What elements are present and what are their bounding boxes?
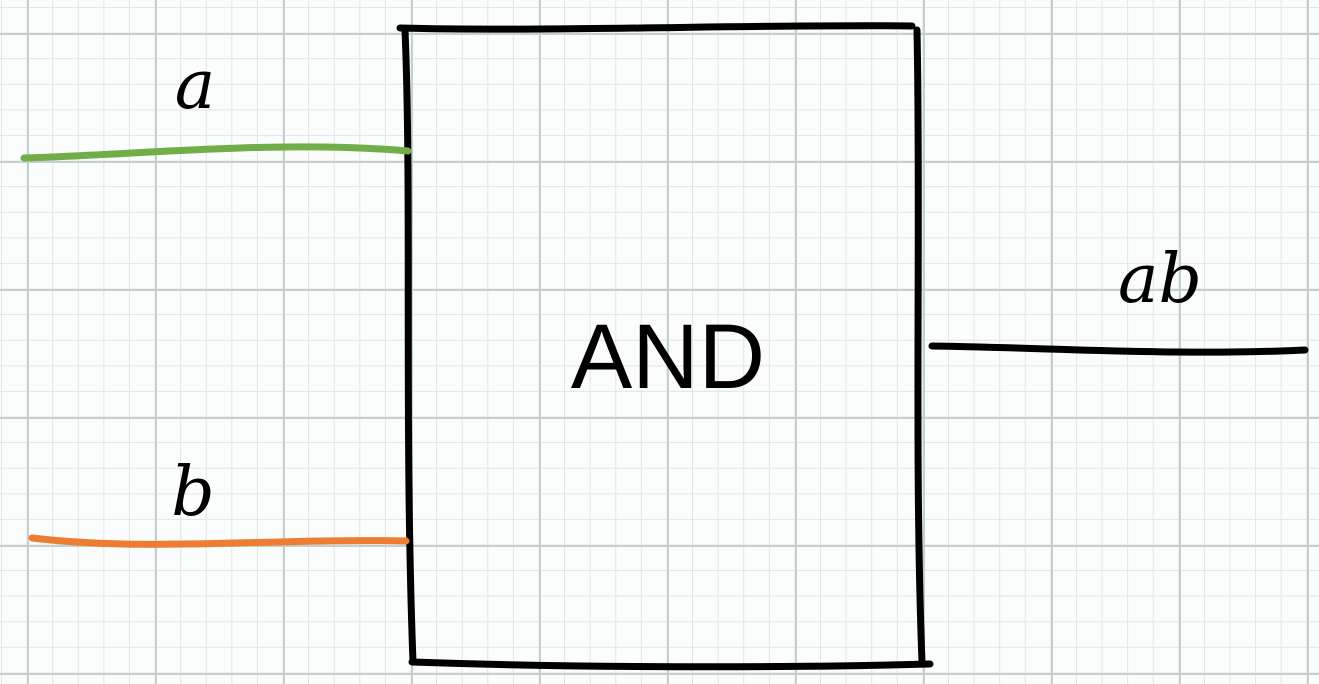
input-label-b: b	[171, 453, 215, 532]
box-left-edge	[401, 26, 417, 666]
and-gate-box	[396, 22, 934, 671]
input-wire-a	[20, 143, 412, 162]
input-wire-b	[28, 534, 410, 548]
box-right-edge	[913, 26, 926, 666]
output-wire-ab	[928, 342, 1309, 356]
box-bottom-edge	[408, 658, 934, 671]
input-label-a: a	[175, 46, 216, 125]
gate-label: AND	[571, 306, 765, 408]
box-top-edge	[396, 22, 916, 33]
output-label-ab: ab	[1118, 240, 1202, 319]
